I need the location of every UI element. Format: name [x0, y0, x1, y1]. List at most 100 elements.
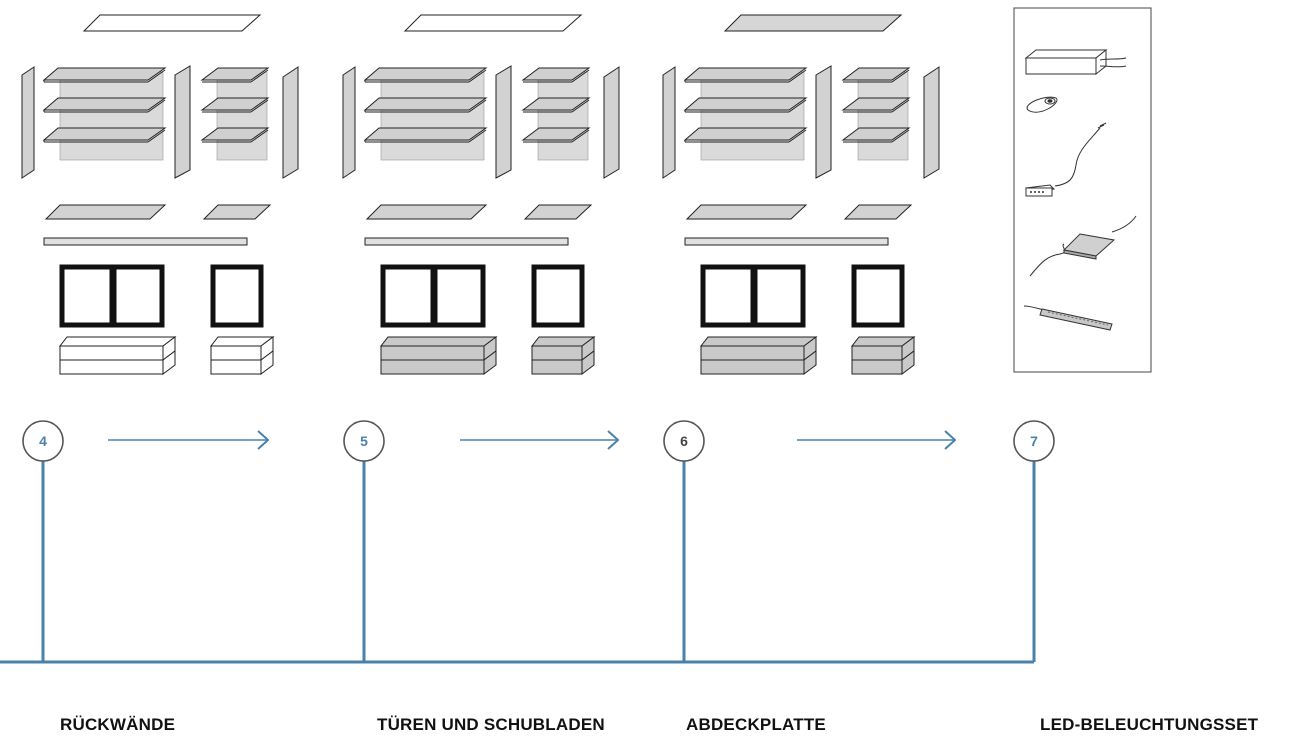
led-panel-light-icon — [1029, 215, 1137, 277]
middle-side-panel — [495, 65, 512, 179]
drawer-front — [700, 359, 805, 375]
shelf — [841, 67, 911, 81]
bottom-plate-small — [843, 204, 913, 220]
top-plate — [82, 14, 262, 32]
drawers — [58, 336, 275, 375]
right-side-panel — [603, 66, 620, 179]
right-side-panel — [923, 66, 940, 179]
door — [210, 264, 264, 328]
step-5-label: TÜREN UND SCHUBLADEN — [377, 715, 605, 734]
power-supply-icon — [1024, 48, 1127, 76]
drawer-front — [210, 359, 262, 375]
shelf — [683, 67, 808, 81]
top-plate — [723, 14, 903, 32]
small-shelf-unit — [200, 67, 270, 161]
step-7-number: 7 — [1030, 433, 1038, 449]
door — [111, 264, 165, 328]
shelf — [363, 127, 488, 141]
led-strip-icon — [1023, 305, 1113, 331]
large-back-wall — [380, 71, 485, 161]
shelf — [841, 127, 911, 141]
doors — [700, 264, 905, 328]
step-4-marker: 4 — [22, 420, 64, 462]
shelf — [200, 127, 270, 141]
step-markers: 4 5 6 7 — [22, 420, 1055, 462]
step-5-exploded-view — [342, 14, 620, 375]
middle-side-panel — [174, 65, 191, 179]
timeline — [0, 461, 1036, 664]
drawer-front — [531, 359, 583, 375]
step-7-label: LED-BELEUCHTUNGSSET — [1040, 715, 1259, 734]
drawer — [699, 336, 818, 347]
door — [851, 264, 905, 328]
shelf — [42, 127, 167, 141]
remote-control-icon — [1026, 96, 1058, 113]
shelf — [363, 97, 488, 111]
large-shelf-unit — [363, 67, 488, 161]
shelf — [42, 97, 167, 111]
step-4-number: 4 — [39, 433, 47, 449]
step-6-label: ABDECKPLATTE — [686, 715, 826, 734]
drawer — [379, 336, 498, 347]
drawer-front — [531, 345, 583, 361]
drawer-front — [380, 345, 485, 361]
shelf — [683, 97, 808, 111]
step-7-marker: 7 — [1013, 420, 1055, 462]
small-back-wall — [216, 71, 268, 161]
door — [531, 264, 585, 328]
step-6-number: 6 — [680, 433, 688, 449]
door — [700, 264, 756, 328]
drawer-front — [700, 345, 805, 361]
step-5-marker: 5 — [343, 420, 385, 462]
drawer-front — [210, 345, 262, 361]
large-back-wall — [59, 71, 164, 161]
drawer-front — [851, 359, 903, 375]
left-side-panel — [662, 66, 676, 179]
side-panels — [662, 65, 940, 179]
step-5-number: 5 — [360, 433, 368, 449]
top-plate — [403, 14, 583, 32]
bottom-plate-large — [44, 204, 167, 220]
bottom-plates — [364, 204, 593, 246]
shelf — [521, 97, 591, 111]
door — [432, 264, 486, 328]
bottom-plates — [43, 204, 272, 246]
doors — [59, 264, 264, 328]
shelf — [200, 97, 270, 111]
drawer-front — [59, 359, 164, 375]
bottom-plate-small — [523, 204, 593, 220]
distributor-cable-icon — [1025, 122, 1107, 197]
doors — [380, 264, 585, 328]
drawers — [379, 336, 596, 375]
drawer-front — [59, 345, 164, 361]
bottom-plate-large — [365, 204, 488, 220]
bottom-plate-small — [202, 204, 272, 220]
led-kit-box — [1013, 7, 1152, 373]
step-6-exploded-view — [662, 14, 940, 375]
small-back-wall — [857, 71, 909, 161]
bottom-plates — [684, 204, 913, 246]
step-4-exploded-view — [21, 14, 299, 375]
shelf — [521, 127, 591, 141]
small-shelf-unit — [841, 67, 911, 161]
door — [59, 264, 115, 328]
shelf — [683, 127, 808, 141]
plinth — [364, 237, 569, 246]
door — [752, 264, 806, 328]
plinth — [684, 237, 889, 246]
small-back-wall — [537, 71, 589, 161]
shelf — [521, 67, 591, 81]
large-shelf-unit — [683, 67, 808, 161]
drawer-front — [851, 345, 903, 361]
left-side-panel — [21, 66, 35, 179]
large-back-wall — [700, 71, 805, 161]
right-side-panel — [282, 66, 299, 179]
left-side-panel — [342, 66, 356, 179]
drawers — [699, 336, 916, 375]
large-shelf-unit — [42, 67, 167, 161]
shelf — [200, 67, 270, 81]
small-shelf-unit — [521, 67, 591, 161]
door — [380, 264, 436, 328]
middle-side-panel — [815, 65, 832, 179]
